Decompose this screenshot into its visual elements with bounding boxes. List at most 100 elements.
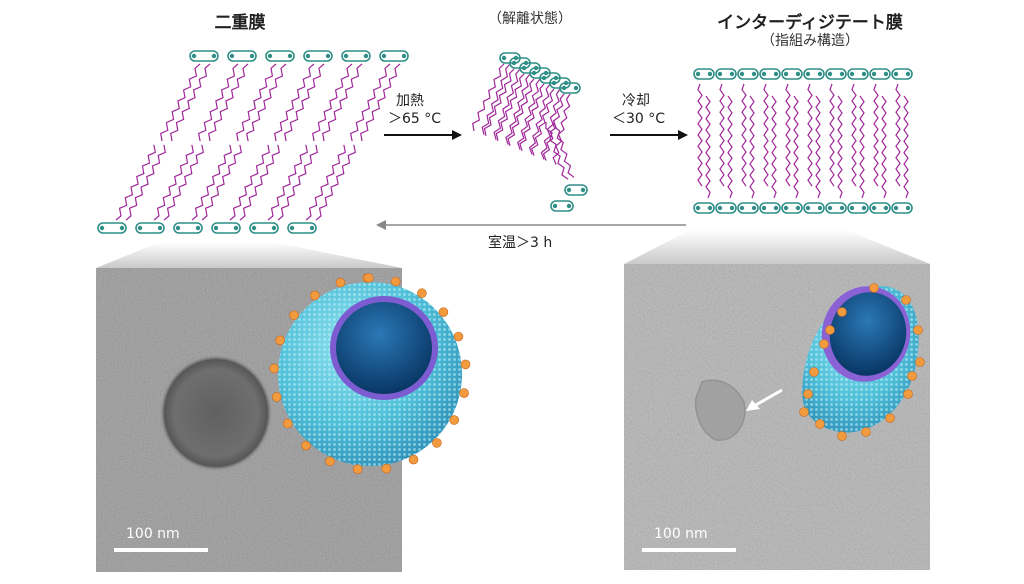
lipid-tail — [763, 83, 769, 187]
head-group — [693, 68, 715, 80]
head-group — [173, 222, 203, 234]
lipid-tail — [246, 63, 287, 142]
head-group — [803, 68, 825, 80]
ion-sphere — [815, 419, 825, 429]
bilayer-title: 二重膜 — [214, 13, 266, 33]
lipid-tail — [552, 93, 571, 165]
left-scale-bar — [114, 548, 208, 552]
lipid-tail — [545, 121, 569, 180]
head-group — [847, 202, 869, 214]
head-group — [847, 68, 869, 80]
room-temperature-condition: 室温＞3 h — [488, 235, 553, 251]
ion-sphere — [819, 339, 829, 349]
lipid-tail — [705, 95, 711, 199]
head-group — [227, 50, 257, 62]
lipid-tail — [793, 95, 799, 199]
lipid-tail — [483, 68, 515, 137]
lipid-tail — [274, 63, 315, 142]
head-group — [135, 222, 165, 234]
ion-sphere — [915, 357, 925, 367]
head-group — [891, 202, 913, 214]
head-group — [550, 200, 574, 212]
lipid-tail — [859, 95, 865, 199]
ion-sphere — [352, 464, 363, 474]
ion-sphere — [417, 288, 427, 299]
heating-arrow — [384, 130, 462, 140]
head-group — [891, 68, 913, 80]
lipid-tail — [312, 63, 353, 142]
head-group — [825, 68, 847, 80]
lipid-tail — [315, 144, 356, 221]
ion-sphere — [799, 407, 809, 417]
lipid-tail — [530, 88, 555, 156]
lipid-tail — [163, 144, 204, 221]
head-group — [715, 68, 737, 80]
ion-sphere — [408, 454, 419, 465]
ion-sphere — [901, 295, 911, 305]
room-temperature-arrow — [376, 220, 686, 230]
head-group — [211, 222, 241, 234]
lipid-tail — [749, 95, 755, 199]
ion-sphere — [869, 283, 879, 293]
head-group — [564, 184, 588, 196]
lipid-tail — [807, 83, 813, 187]
lipid-tail — [284, 63, 325, 142]
head-group — [189, 50, 219, 62]
bilayer-vesicle-illustration — [269, 273, 471, 474]
ion-sphere — [861, 427, 871, 437]
head-group — [803, 202, 825, 214]
ion-sphere — [275, 335, 285, 346]
head-group — [715, 202, 737, 214]
dissociated-state-title: （解離状態） — [488, 11, 572, 27]
lipid-tail — [507, 78, 535, 146]
lipid-tail — [125, 144, 166, 221]
ion-sphere — [913, 325, 923, 335]
head-group — [97, 222, 127, 234]
ion-sphere — [335, 277, 346, 288]
cooling-arrow — [610, 130, 688, 140]
head-group — [737, 202, 759, 214]
ion-sphere — [837, 307, 847, 317]
head-group — [781, 68, 803, 80]
ion-sphere — [289, 310, 299, 321]
lipid-tail — [771, 95, 777, 199]
right-scale-label: 100 nm — [654, 526, 708, 542]
lipid-tail — [741, 83, 747, 187]
ion-sphere — [825, 325, 835, 335]
ion-sphere — [432, 438, 442, 448]
lipid-tail — [153, 144, 194, 221]
lipid-tail — [829, 83, 835, 187]
ion-sphere — [449, 415, 460, 425]
lipid-tail — [516, 78, 541, 150]
interdigitated-title: インターディジテート膜 — [717, 13, 903, 33]
head-group — [265, 50, 295, 62]
head-group — [825, 202, 847, 214]
lipid-tail — [495, 73, 525, 142]
lipid-tail — [493, 68, 521, 140]
ion-sphere — [803, 389, 813, 399]
ion-sphere — [282, 418, 293, 429]
ion-sphere — [438, 307, 449, 317]
ion-sphere — [301, 440, 311, 451]
lipid-tail — [267, 144, 308, 221]
lipid-tail — [239, 144, 280, 221]
bilayer-vesicle-shadow — [160, 355, 272, 471]
lipid-tail — [350, 63, 391, 142]
head-group — [249, 222, 279, 234]
lipid-tail — [881, 95, 887, 199]
lipid-tail — [785, 83, 791, 187]
head-group — [869, 202, 891, 214]
ion-sphere — [837, 431, 847, 441]
lipid-tail — [198, 63, 239, 142]
lipid-tail — [553, 119, 575, 178]
interdigitated-sheet-shadow — [694, 379, 746, 441]
lipid-tail — [873, 83, 879, 187]
dissociated-diagram — [472, 52, 588, 212]
cooling-label: 冷却 — [622, 93, 650, 109]
lipid-tail — [360, 63, 401, 142]
ion-sphere — [310, 290, 320, 301]
left-scale-label: 100 nm — [126, 526, 180, 542]
head-group — [303, 50, 333, 62]
bilayer-diagram — [97, 50, 409, 234]
lipid-tail — [727, 95, 733, 199]
